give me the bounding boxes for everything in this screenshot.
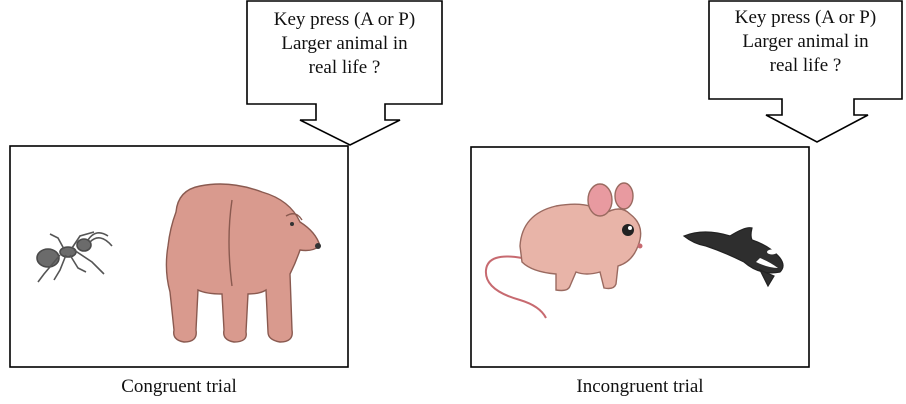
callout-line: Larger animal in [742, 31, 869, 52]
orca-drawing [682, 227, 784, 288]
callout-line: real life ? [308, 57, 381, 78]
callout-bubble-congruent [246, 0, 443, 146]
callout-text-congruent: Key press (A or P) Larger animal in real… [247, 8, 442, 80]
ant-drawing [36, 231, 113, 283]
callout-bubble-incongruent [708, 0, 903, 143]
callout-line: Key press (A or P) [734, 7, 877, 28]
callout-line: Larger animal in [281, 33, 408, 54]
mouse-drawing [484, 182, 643, 319]
bear-drawing [165, 183, 321, 343]
caption-congruent: Congruent trial [121, 376, 237, 397]
caption-incongruent: Incongruent trial [576, 376, 704, 397]
callout-line: real life ? [769, 55, 842, 76]
callout-line: Key press (A or P) [273, 9, 416, 30]
callout-text-incongruent: Key press (A or P) Larger animal in real… [709, 6, 902, 78]
